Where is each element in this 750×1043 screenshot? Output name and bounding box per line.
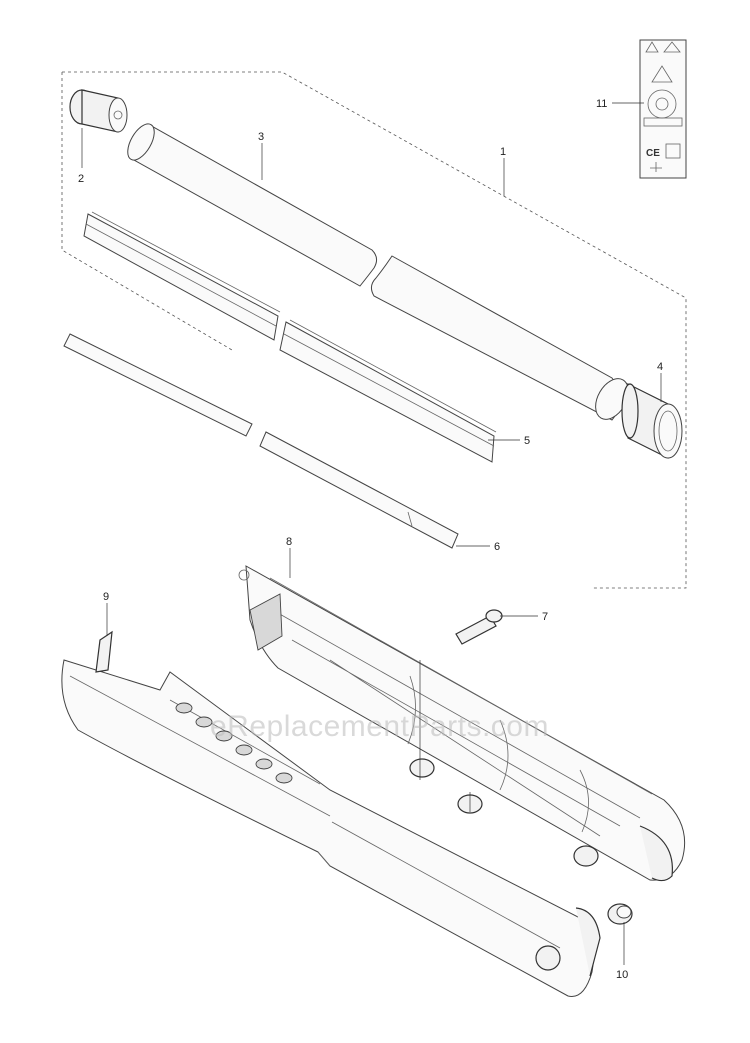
callout-8: 8 xyxy=(286,536,292,548)
callout-6: 6 xyxy=(494,541,500,553)
callout-3: 3 xyxy=(258,131,264,143)
decal-ce-mark: CE xyxy=(646,148,660,159)
assembly-boundary-dashed xyxy=(61,71,687,589)
part-4-end-cap xyxy=(621,383,683,459)
part-3-tube xyxy=(127,123,629,421)
watermark-text: eReplacementParts.com xyxy=(210,710,549,743)
part-8-housing-half xyxy=(238,565,686,882)
callout-5: 5 xyxy=(524,435,530,447)
callout-10: 10 xyxy=(616,969,628,981)
part-10-bushing xyxy=(607,903,633,925)
part-2-end-cap xyxy=(69,89,128,133)
part-6-shaft xyxy=(63,333,459,549)
part-5-channel xyxy=(83,211,497,463)
part-7-screw xyxy=(455,609,503,645)
part-9-grip-holes xyxy=(175,702,293,784)
callout-1: 1 xyxy=(500,146,506,158)
callout-4: 4 xyxy=(657,361,663,373)
leader-lines xyxy=(81,102,662,965)
part-9-housing-half xyxy=(61,630,601,997)
callout-2: 2 xyxy=(78,173,84,185)
callout-9: 9 xyxy=(103,591,109,603)
callout-11: 11 xyxy=(596,98,607,110)
part-11-decal: CE xyxy=(639,39,687,179)
callout-7: 7 xyxy=(542,611,548,623)
